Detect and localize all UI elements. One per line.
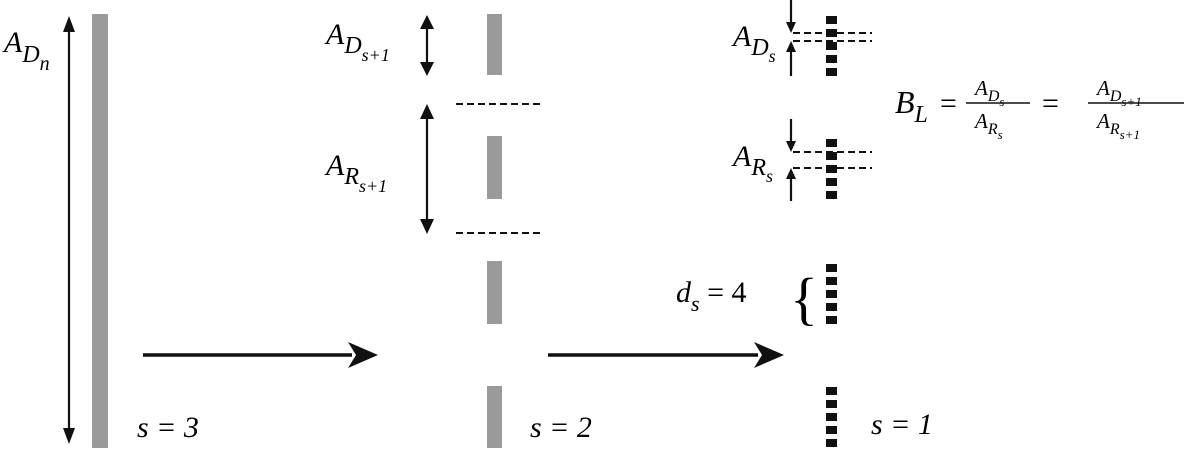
a-rs-arrows: [786, 119, 796, 201]
level-1-square: [826, 191, 837, 199]
level-2-segment: [487, 14, 502, 75]
transition-arrow-2-to-1: [548, 342, 784, 368]
equation-lhs: BL: [895, 84, 928, 128]
level-1-squares: [826, 16, 837, 447]
label-a-ds: ADs: [731, 20, 776, 66]
label-s-3: s = 3: [137, 411, 199, 444]
level-1-square: [826, 55, 837, 63]
label-a-rs1: ARs+1: [324, 149, 387, 196]
level-1-square: [826, 303, 837, 311]
level-1-square: [826, 413, 837, 421]
level-2-segment: [487, 261, 502, 324]
fraction-2-denominator: ARs+1: [1095, 109, 1140, 142]
transition-arrow-3-to-2: [143, 342, 378, 368]
equation-equals-1: =: [940, 87, 957, 120]
label-ds-4: ds = 4: [676, 276, 746, 316]
level-1-square: [826, 178, 837, 186]
level-1-square: [826, 42, 837, 50]
fraction-2-numerator: ADs+1: [1095, 76, 1142, 109]
level-1-square: [826, 264, 837, 272]
a-ds-arrows: [786, 0, 796, 76]
a-dn-arrow: [63, 16, 75, 444]
a-rs1-arrow: [420, 104, 434, 234]
fraction-1-denominator: ARs: [973, 109, 1003, 142]
level-1-square: [826, 152, 837, 160]
level-2-segment: [487, 136, 502, 199]
a-ds1-arrow: [420, 15, 434, 76]
level-3-bar: [92, 14, 108, 448]
level-1-square: [826, 277, 837, 285]
level-1-square: [826, 139, 837, 147]
level-1-square: [826, 68, 837, 76]
level-1-square: [826, 439, 837, 447]
level-1-square: [826, 316, 837, 324]
fraction-1-numerator: ADs: [973, 76, 1004, 109]
equation-bl: BL = ADs ARs = ADs+1 ARs+1: [895, 76, 1184, 142]
label-a-ds1: ADs+1: [324, 18, 390, 65]
label-a-dn: ADn: [2, 26, 50, 75]
level-1-square: [826, 16, 837, 24]
level-1-square: [826, 400, 837, 408]
equation-equals-2: =: [1042, 87, 1059, 120]
label-s-2: s = 2: [530, 411, 592, 444]
level-2-segments: [487, 14, 502, 448]
brace-icon: {: [790, 266, 818, 331]
label-a-rs: ARs: [731, 140, 773, 186]
level-1-square: [826, 290, 837, 298]
level-1-square: [826, 387, 837, 395]
level-1-square: [826, 426, 837, 434]
level-2-segment: [487, 386, 502, 448]
label-s-1: s = 1: [871, 408, 933, 441]
